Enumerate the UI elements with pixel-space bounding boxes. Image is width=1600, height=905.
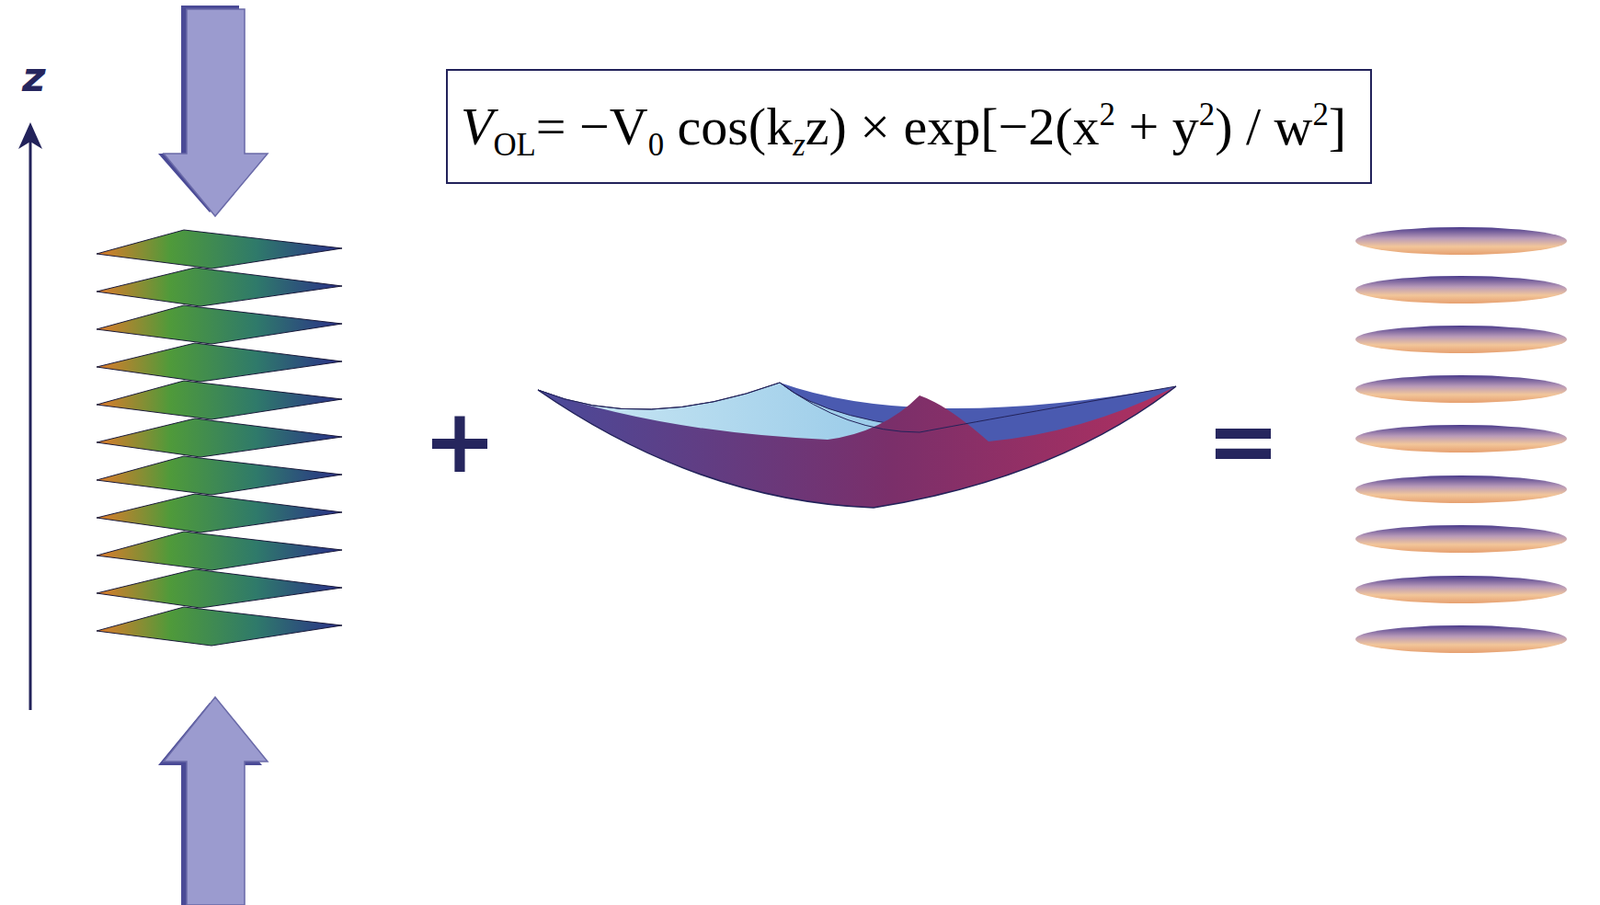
z-axis [18,122,43,710]
formula-part: cos(k [663,96,793,157]
formula-part: ] [1328,96,1347,157]
pancake-cloud [1355,575,1567,604]
laser-beam-arrow [158,5,268,217]
laser-beam-arrow [158,697,268,905]
formula-part: z) × exp[−2(x [805,96,1100,157]
formula-part: 2 [1312,96,1328,133]
formula-part: ) / w [1214,96,1313,157]
operator-symbol: = [1206,397,1280,486]
formula-part: V [460,96,493,157]
formula-box: VOL= −V0 cos(kzz) × exp[−2(x2 + y2) / w2… [445,68,1372,184]
standing-wave-sheets [96,229,343,646]
formula-part: + y [1115,96,1200,157]
formula-part: 2 [1199,96,1215,133]
pancake-cloud [1355,375,1567,403]
potential-sheet [96,380,343,420]
formula-part: = −V [536,96,649,157]
formula-part: z [792,126,806,163]
potential-sheet [96,531,343,571]
formula-part: 0 [648,126,664,163]
potential-sheet [96,606,343,646]
potential-sheet [96,456,343,495]
harmonic-trap-surface [537,382,1177,508]
potential-sheet [96,569,343,608]
pancake-cloud [1355,325,1567,354]
axis-label: z [22,57,46,98]
pancake-cloud [1355,424,1567,453]
potential-sheet [96,267,343,307]
formula-part: OL [492,126,536,163]
pancake-cloud [1355,625,1567,653]
pancake-cloud [1355,525,1567,553]
potential-sheet [96,342,343,382]
pancake-cloud [1355,275,1567,304]
operator-symbol: + [422,397,497,486]
pancake-condensates [1355,227,1567,653]
pancake-cloud [1355,227,1567,255]
pancake-cloud [1355,475,1567,503]
potential-sheet [96,305,343,344]
formula-part: 2 [1099,96,1116,133]
potential-sheet [96,493,343,533]
formula-text: VOL= −V0 cos(kzz) × exp[−2(x2 + y2) / w2… [447,100,1347,154]
potential-sheet [96,229,343,269]
potential-sheet [96,418,343,458]
